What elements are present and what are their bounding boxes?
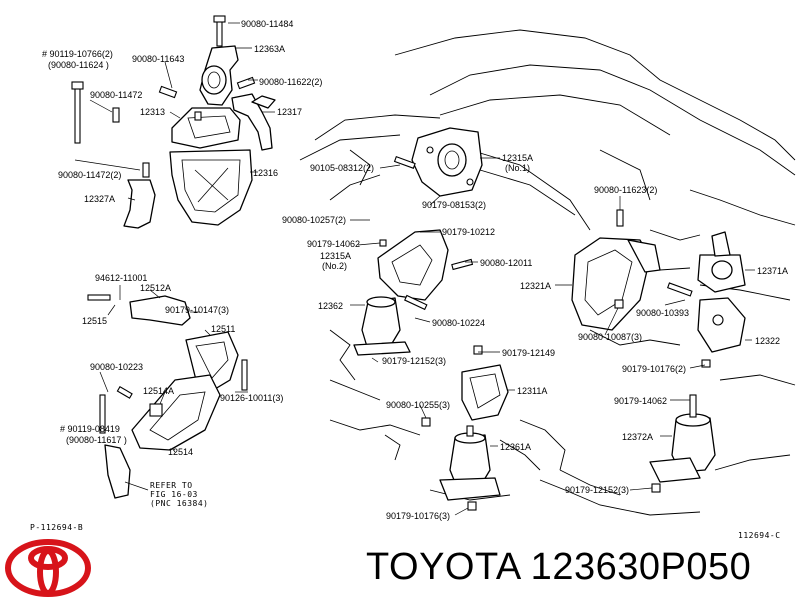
label-l54: 90179-10176(3) [386,511,450,521]
bracket-12313 [171,107,241,149]
label-l34: 12511 [211,324,235,334]
label-l3: (90080-11624 ) [48,60,109,70]
bracket-12316 [169,149,253,226]
bolt-90080-11472 [112,107,120,123]
bolt-90080-11643 [158,85,178,99]
part-number: TOYOTA 123630P050 [366,546,752,588]
label-l25: 94612-11001 [95,273,147,283]
label-l4: 90080-11643 [132,54,184,64]
label-l11: 12316 [253,168,278,178]
label-l5: 12363A [254,44,285,54]
label-l21: 12315A [320,251,351,261]
label-l52: (PNC 16384) [150,499,208,508]
label-l22: (No.2) [322,261,347,271]
engine-outline [299,29,796,516]
insulator-12361a [439,425,501,511]
label-l32: 90080-10224 [432,318,485,328]
label-l26: 12512A [140,283,171,293]
label-l36: 90179-12152(3) [382,356,446,366]
toyota-logo-icon [5,539,91,597]
label-l27: 12321A [520,281,551,291]
label-l40: 12514A [143,386,174,396]
mount-bracket-12315a-no1 [393,127,483,197]
label-l33: 90080-10087(3) [578,332,642,342]
bracket-12321a [571,209,661,331]
exhaust-pipe-stay [104,444,131,499]
insulator-12372a [649,394,716,493]
label-l31: 90080-10393 [636,308,689,318]
label-l8: 12313 [140,107,165,117]
label-l28: 12515 [82,316,107,326]
bracket-12311a [421,345,509,427]
torque-rod-12363a [199,15,239,106]
bracket-12327a [123,179,156,229]
label-l30: 12362 [318,301,343,311]
bracket-12512a [87,294,191,326]
label-l7: 90080-11472 [90,90,142,100]
label-l15: (No.1) [505,163,530,173]
label-l16: 90179-08153(2) [422,200,486,210]
label-l45: # 90119-08419 [60,424,120,434]
label-l1: 90080-11484 [241,19,293,29]
label-l29: 90179-10147(3) [165,305,229,315]
long-bolt-90119-10766 [71,81,84,144]
label-l51: FIG 16-03 [150,490,198,499]
label-l13: 90105-08312(2) [310,163,374,173]
label-l20: 90179-14062 [307,239,360,249]
label-l39: 90080-10223 [90,362,143,372]
label-l38: 90179-10176(2) [622,364,686,374]
figure-ref-left: P-112694-B [30,523,83,532]
engine-mount-diagram: 90080-11484 # 90119-10766(2) (90080-1162… [30,15,796,540]
label-l37: 90179-12149 [502,348,555,358]
bracket-12514 [99,374,221,451]
label-l23: 90080-12011 [480,258,532,268]
label-l44: 90080-10255(3) [386,400,450,410]
label-l49: 12361A [500,442,531,452]
label-l53: 90179-12152(3) [565,485,629,495]
label-l2: # 90119-10766(2) [42,49,113,59]
label-l6: 90080-11622(2) [259,77,322,87]
label-l14: 12315A [502,153,533,163]
label-l10: 90080-11472(2) [58,170,121,180]
insulator-12362 [353,294,428,356]
label-l41: 90126-10011(3) [220,393,283,403]
label-l50: REFER TO [150,481,193,490]
bolt-90080-11622 [236,76,256,90]
bracket-12322 [666,282,746,368]
label-l18: 90080-10257(2) [282,215,346,225]
leader-lines [74,22,755,516]
bolt-90080-11472-2 [142,162,150,178]
label-l24: 12371A [757,266,788,276]
label-l19: 90179-10212 [442,227,495,237]
label-l48: 12514 [168,447,193,457]
label-l43: 90179-14062 [614,396,667,406]
label-l17: 90080-11623(2) [594,185,657,195]
part-labels: 90080-11484 # 90119-10766(2) (90080-1162… [30,19,788,540]
insulator-12371a [697,231,746,293]
stay-12317 [231,93,276,151]
label-l35: 12322 [755,336,780,346]
label-l9: 12317 [277,107,302,117]
label-l42: 12311A [517,386,547,396]
label-l12: 12327A [84,194,115,204]
mount-bracket-12315a-no2 [377,229,474,301]
label-l47: 12372A [622,432,653,442]
label-l46: (90080-11617 ) [66,435,127,445]
figure-ref-right: 112694-C [738,531,781,540]
